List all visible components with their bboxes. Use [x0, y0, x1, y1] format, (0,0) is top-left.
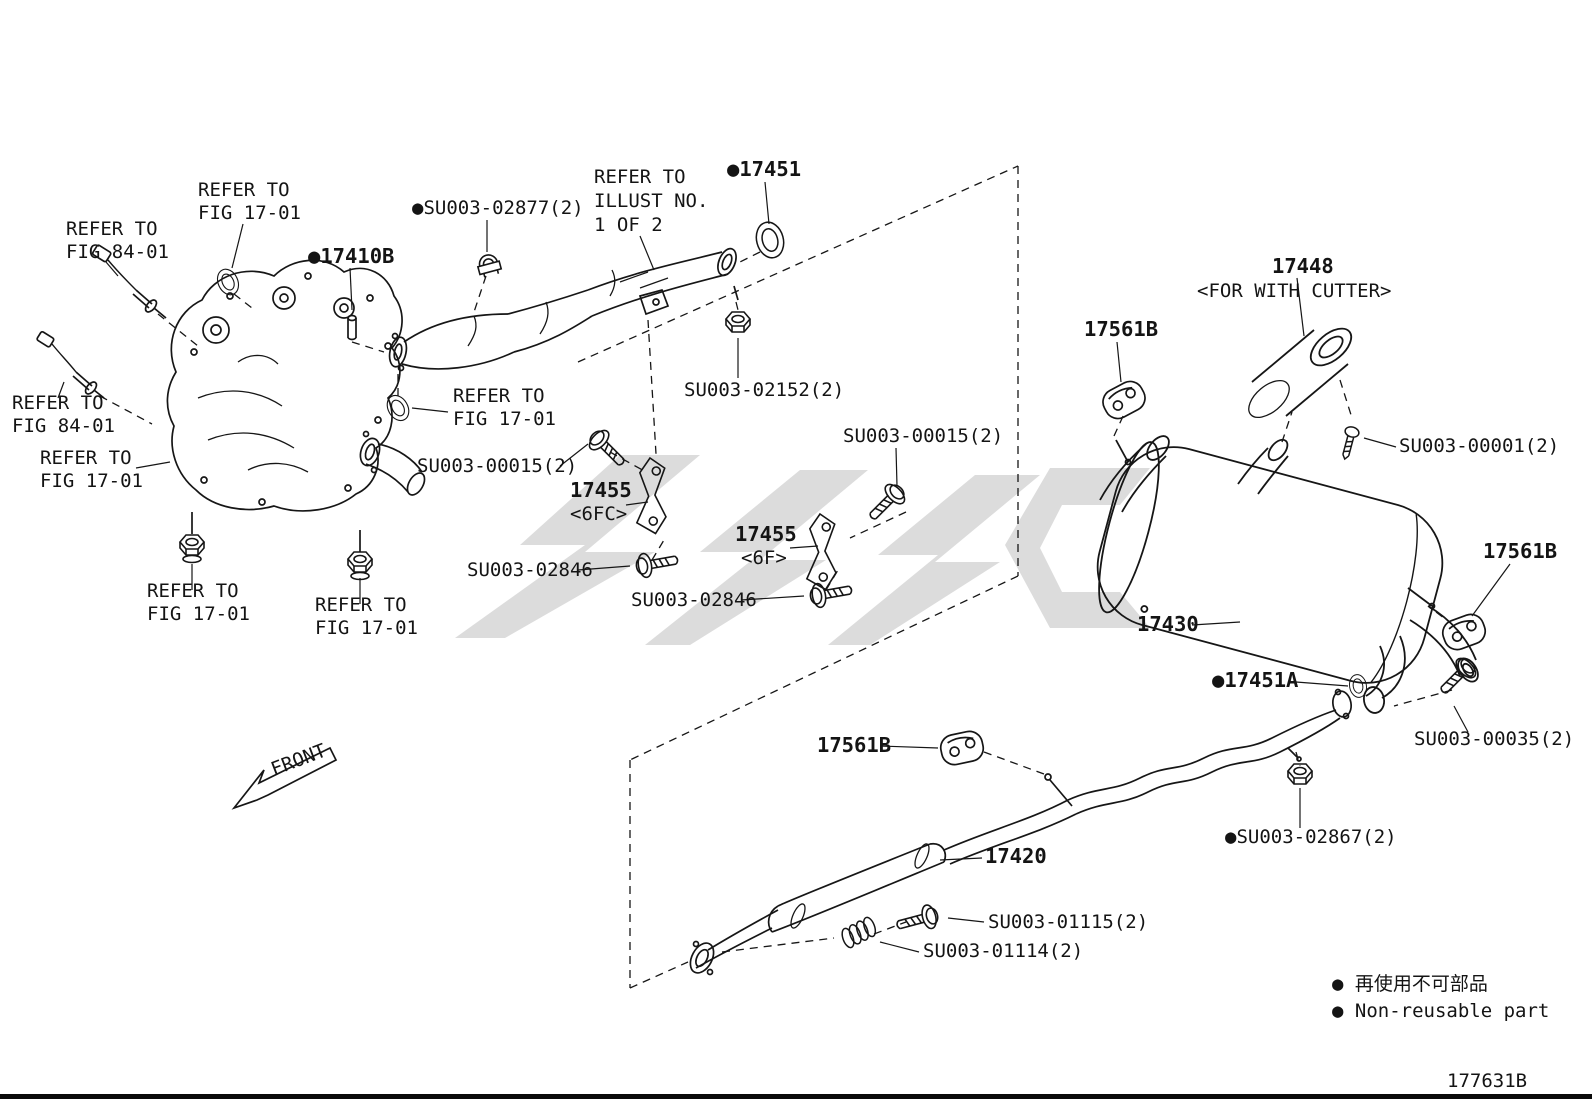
clamp-su003-02877 — [474, 251, 504, 280]
bolt-su003-00035 — [1433, 652, 1482, 701]
manifold-nut-left — [180, 535, 204, 563]
hanger-17561b-center — [937, 728, 987, 768]
label-su003-02846-1: SU003-02846 — [467, 559, 593, 581]
oxygen-sensor-lower — [36, 330, 105, 399]
spring-su003-01114 — [838, 915, 880, 950]
labels: REFER TO FIG 17-01 REFER TO FIG 84-01 ●S… — [12, 157, 1574, 962]
ref-illust-line2: ILLUST NO. — [594, 190, 708, 212]
manifold-gasket-outlet — [382, 390, 414, 426]
label-17455-6fc: 17455 — [570, 478, 632, 502]
ref-fig17-left-line2: FIG 17-01 — [40, 470, 143, 492]
ref-fig84-top-line2: FIG 84-01 — [66, 241, 169, 263]
label-17561b-center: 17561B — [817, 733, 891, 757]
legend-non-reusable-en: ● Non-reusable part — [1332, 1000, 1549, 1022]
label-17430: 17430 — [1137, 612, 1199, 636]
muffler-assembly — [1096, 327, 1490, 714]
label-su003-00015-right: SU003-00015(2) — [843, 425, 1003, 447]
label-su003-01115: SU003-01115(2) — [988, 911, 1148, 933]
ref-fig84-top-line1: REFER TO — [66, 218, 158, 240]
label-spec-6fc: <6FC> — [570, 503, 627, 525]
gasket-17451 — [751, 218, 789, 262]
label-su003-02867: ●SU003-02867(2) — [1225, 826, 1397, 848]
ref-fig17-mid-line2: FIG 17-01 — [453, 408, 556, 430]
label-spec-6f: <6F> — [741, 547, 787, 569]
front-arrow-shape — [231, 746, 338, 810]
label-su003-02152: SU003-02152(2) — [684, 379, 844, 401]
ref-fig84-left-line1: REFER TO — [12, 392, 104, 414]
hanger-17561b-front — [1097, 375, 1151, 425]
hanger-17561b-rear — [1438, 609, 1490, 655]
ref-fig17-top-line2: FIG 17-01 — [198, 202, 301, 224]
ref-fig17-top-line1: REFER TO — [198, 179, 290, 201]
oxygen-sensor-upper — [91, 244, 167, 319]
nut-su003-02867 — [1287, 763, 1313, 785]
front-direction-arrow: FRONT — [231, 740, 338, 810]
ref-fig17-bottom2-line1: REFER TO — [315, 594, 407, 616]
watermark-logo — [455, 455, 1150, 645]
screw-su003-00001 — [1337, 424, 1361, 462]
label-su003-02877: ●SU003-02877(2) — [412, 197, 584, 219]
figure-code: 177631B — [1447, 1070, 1527, 1092]
manifold-nut-right — [348, 552, 372, 580]
label-su003-02846-2: SU003-02846 — [631, 589, 757, 611]
tail-tip-17448 — [1248, 327, 1353, 419]
ref-fig84-left-line2: FIG 84-01 — [12, 415, 115, 437]
label-17561b-rear: 17561B — [1483, 539, 1557, 563]
label-17410b: ●17410B — [308, 244, 394, 268]
bracket-17455-6f — [800, 512, 845, 592]
ref-illust-line1: REFER TO — [594, 166, 686, 188]
label-su003-00001: SU003-00001(2) — [1399, 435, 1559, 457]
front-pipe-assembly — [347, 218, 789, 372]
legend: ● 再使用不可部品 ● Non-reusable part — [1332, 973, 1549, 1022]
bolt-su003-02846-2 — [807, 577, 855, 610]
leader-lines — [57, 181, 1511, 953]
label-su003-00035: SU003-00035(2) — [1414, 728, 1574, 750]
ref-illust-line3: 1 OF 2 — [594, 214, 663, 236]
nut-su003-02152 — [725, 311, 751, 333]
bolt-su003-01115 — [893, 902, 942, 938]
ref-fig17-bottom2-line2: FIG 17-01 — [315, 617, 418, 639]
label-su003-00015-left: SU003-00015(2) — [417, 455, 577, 477]
bolt-su003-00015-right — [862, 478, 911, 527]
label-17451a: ●17451A — [1212, 668, 1299, 692]
label-17420: 17420 — [985, 844, 1047, 868]
label-17455-6f: 17455 — [735, 522, 797, 546]
label-su003-01114: SU003-01114(2) — [923, 940, 1083, 962]
legend-non-reusable-jp: ● 再使用不可部品 — [1332, 973, 1488, 995]
label-17561b-front: 17561B — [1084, 317, 1158, 341]
label-17448-note: <FOR WITH CUTTER> — [1197, 280, 1391, 302]
ref-fig17-bottom1-line2: FIG 17-01 — [147, 603, 250, 625]
label-17448: 17448 — [1272, 254, 1334, 278]
label-17451: ●17451 — [727, 157, 801, 181]
ref-fig17-left-line1: REFER TO — [40, 447, 132, 469]
ref-fig17-mid-line1: REFER TO — [453, 385, 545, 407]
stud-17410b — [347, 314, 357, 341]
page-bottom-border — [0, 1094, 1592, 1099]
exhaust-manifold-assembly — [36, 244, 426, 580]
ref-fig17-bottom1-line1: REFER TO — [147, 580, 239, 602]
